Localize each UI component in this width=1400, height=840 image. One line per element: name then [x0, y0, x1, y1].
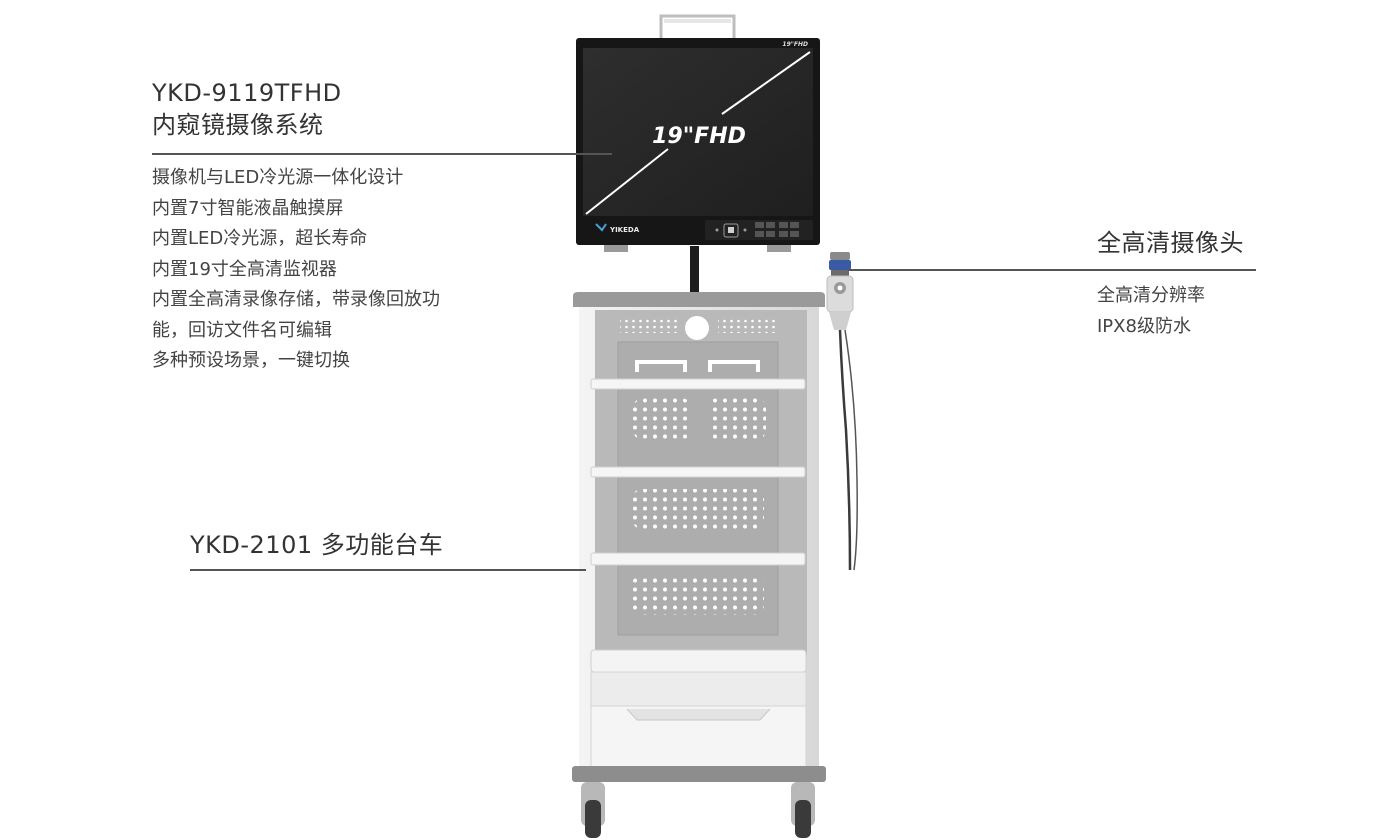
monitor-brand: YIKEDA	[609, 226, 640, 234]
monitor-handle	[659, 14, 736, 40]
list-item: 多种预设场景，一键切换	[152, 350, 350, 371]
cart-wheel-icon	[791, 782, 815, 838]
screen-size-label: 19"FHD	[652, 124, 746, 149]
corner-size-label: 19"FHD	[782, 41, 808, 48]
list-item: 全高清分辨率	[1097, 285, 1205, 306]
monitor: 19"FHD 19"FHD YIKEDA	[576, 38, 820, 252]
system-leader-line	[152, 153, 612, 155]
list-item: 能，回访文件名可编辑	[152, 319, 332, 341]
monitor-control-panel	[705, 220, 813, 240]
system-feature-list: 摄像机与LED冷光源一体化设计 内置7寸智能液晶触摸屏 内置LED冷光源，超长寿…	[152, 163, 440, 377]
camera-feature-list: 全高清分辨率 IPX8级防水	[1097, 281, 1205, 342]
list-item: 内置LED冷光源，超长寿命	[152, 228, 368, 249]
camera-leader-line	[848, 269, 1256, 271]
list-item: 内置7寸智能液晶触摸屏	[152, 197, 344, 219]
cart-leader-line	[190, 569, 586, 571]
list-item: 内置19寸全高清监视器	[152, 258, 337, 280]
list-item: 内置全高清录像存储，带录像回放功	[152, 289, 440, 310]
camera-head	[826, 252, 858, 571]
brand-logo-icon	[595, 223, 607, 232]
cart-wheel-icon	[581, 782, 605, 838]
cart	[572, 292, 826, 838]
list-item: IPX8级防水	[1097, 315, 1191, 337]
list-item: 摄像机与LED冷光源一体化设计	[152, 167, 404, 188]
system-model: YKD-9119TFHD	[152, 79, 342, 107]
system-name: 内窥镜摄像系统	[152, 111, 324, 139]
system-title-block: YKD-9119TFHD 内窥镜摄像系统	[152, 77, 342, 141]
cart-title: YKD-2101 多功能台车	[190, 531, 444, 559]
camera-title: 全高清摄像头	[1097, 229, 1244, 257]
monitor-pole	[690, 246, 699, 292]
